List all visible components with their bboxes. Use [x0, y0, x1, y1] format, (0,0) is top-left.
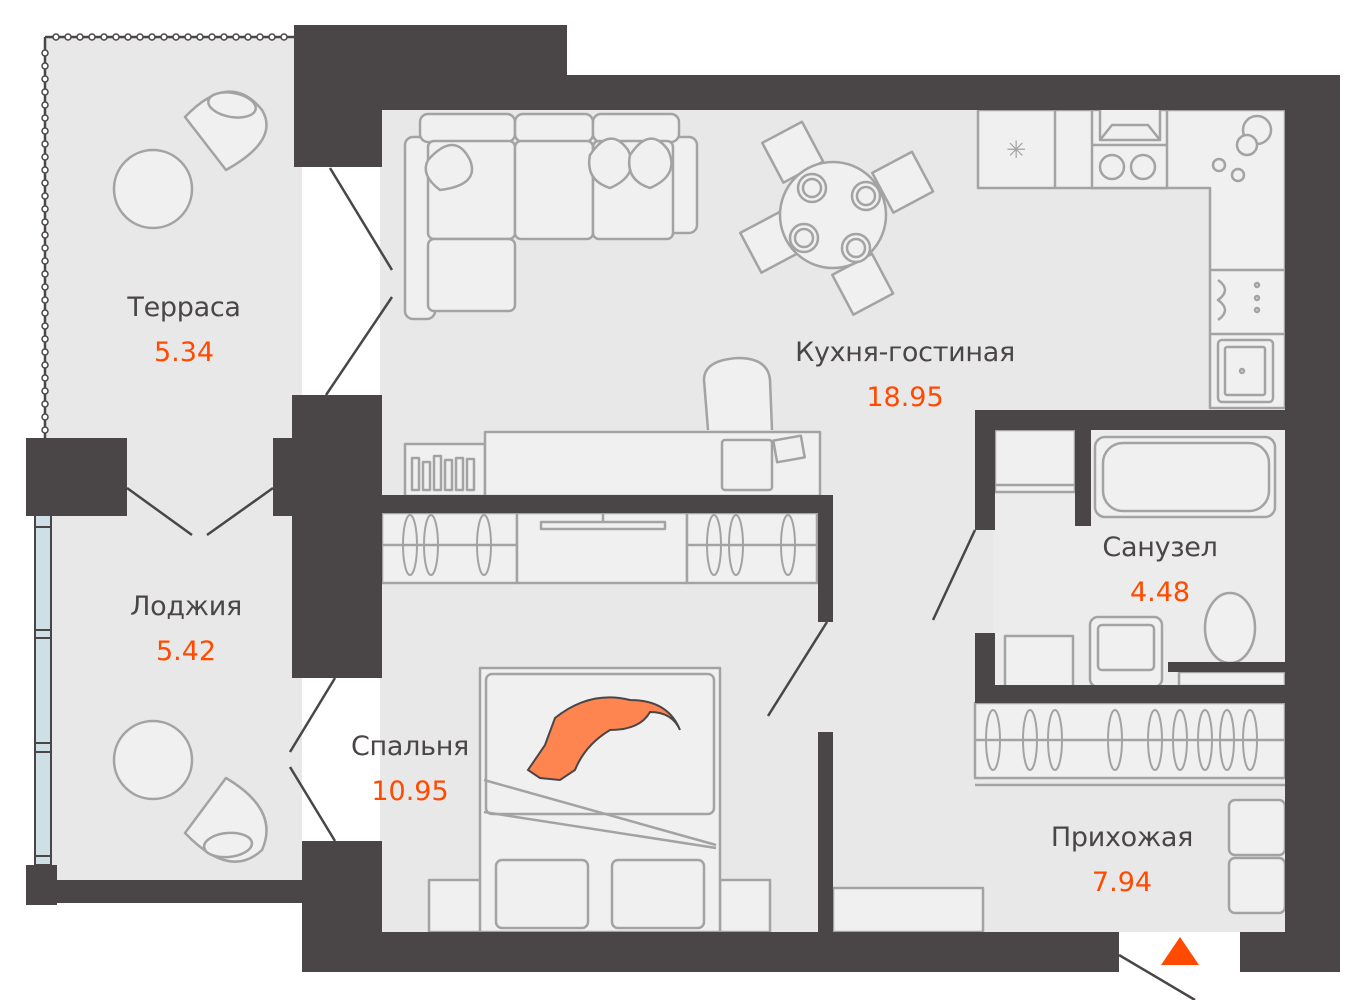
room-name: Спальня [350, 731, 470, 762]
room-label-bathroom: Санузел 4.48 [1102, 532, 1217, 608]
room-name: Терраса [127, 292, 241, 323]
hallway-wardrobe [973, 701, 1287, 787]
room-label-kitchen-living: Кухня-гостиная 18.95 [795, 337, 1015, 413]
cat-icon [526, 696, 681, 782]
hallway-cabinet-2 [1227, 856, 1287, 915]
terrace-floor [44, 37, 302, 442]
corner-sofa [403, 112, 699, 321]
bedroom-wardrobe [380, 510, 819, 585]
furniture: ✳ [112, 90, 1287, 934]
room-label-loggia: Лоджия 5.42 [130, 591, 242, 667]
door-swings [126, 167, 1196, 1000]
room-label-hallway: Прихожая 7.94 [1050, 822, 1194, 898]
room-label-terrace: Терраса 5.34 [127, 292, 241, 368]
room-area: 18.95 [866, 382, 944, 413]
room-name: Санузел [1102, 532, 1218, 563]
hallway-bench [831, 886, 985, 934]
desk-area [403, 356, 822, 498]
hanger-icons [402, 514, 1258, 771]
room-area: 4.48 [1129, 577, 1191, 608]
fridge-snowflake-icon: ✳ [1006, 136, 1026, 164]
loggia-window [34, 514, 52, 866]
terrace-table [112, 148, 194, 230]
room-label-bedroom: Спальня 10.95 [351, 731, 469, 807]
room-area: 7.94 [1091, 867, 1153, 898]
terrace-railing [41, 33, 294, 440]
loggia-table [112, 719, 194, 801]
room-name: Прихожая [1050, 822, 1194, 853]
room-name: Лоджия [130, 591, 242, 622]
kitchen-set [976, 108, 1287, 410]
walls [26, 25, 1340, 972]
room-area: 5.34 [153, 337, 215, 368]
room-name: Кухня-гостиная [795, 337, 1015, 368]
hallway-cabinet-1 [1227, 798, 1287, 857]
entrance-triangle-icon [1161, 937, 1199, 965]
room-area: 10.95 [371, 776, 449, 807]
room-area: 5.42 [155, 636, 217, 667]
dining-table [738, 120, 935, 316]
desk-chair [702, 356, 774, 431]
